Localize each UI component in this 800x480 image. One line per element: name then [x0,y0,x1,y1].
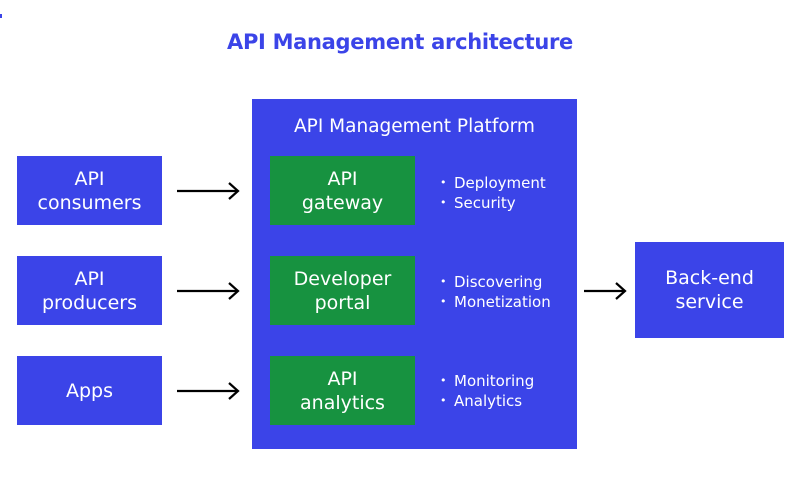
component-api-gateway: API gateway [270,156,415,225]
diagram-title: API Management architecture [227,30,573,54]
source-label-line1: API [74,167,105,190]
feature-list-api-analytics: Monitoring Analytics [440,371,534,411]
component-label-line2: portal [314,291,371,314]
source-box-api-producers: API producers [17,256,162,325]
source-box-apps: Apps [17,356,162,425]
source-label-line2: producers [41,291,138,314]
feature-item: Analytics [440,391,534,411]
arrow-right-icon [584,282,627,300]
source-label-line1: Apps [65,379,114,402]
feature-item: Monitoring [440,371,534,391]
component-label-line1: API [327,167,358,190]
feature-list-api-gateway: Deployment Security [440,173,546,213]
component-label-line1: API [327,367,358,390]
feature-item: Security [440,193,546,213]
feature-item: Deployment [440,173,546,193]
source-label-line2: consumers [37,191,142,214]
component-label-line2: analytics [300,391,385,414]
backend-label-line2: service [675,291,744,313]
feature-list-developer-portal: Discovering Monetization [440,272,551,312]
feature-item: Discovering [440,272,551,292]
source-box-api-consumers: API consumers [17,156,162,225]
backend-label-line1: Back-end [665,267,754,289]
component-label-line2: gateway [301,191,384,214]
platform-title: API Management Platform [294,116,535,137]
source-label-line1: API [74,267,105,290]
arrow-right-icon [177,182,240,200]
arrow-right-icon [177,282,240,300]
backend-service-box: Back-end service [635,242,784,338]
feature-item: Monetization [440,292,551,312]
component-label-line1: Developer [293,267,392,290]
arrow-right-icon [177,382,240,400]
component-api-analytics: API analytics [270,356,415,425]
component-developer-portal: Developer portal [270,256,415,325]
corner-mark [0,14,2,18]
